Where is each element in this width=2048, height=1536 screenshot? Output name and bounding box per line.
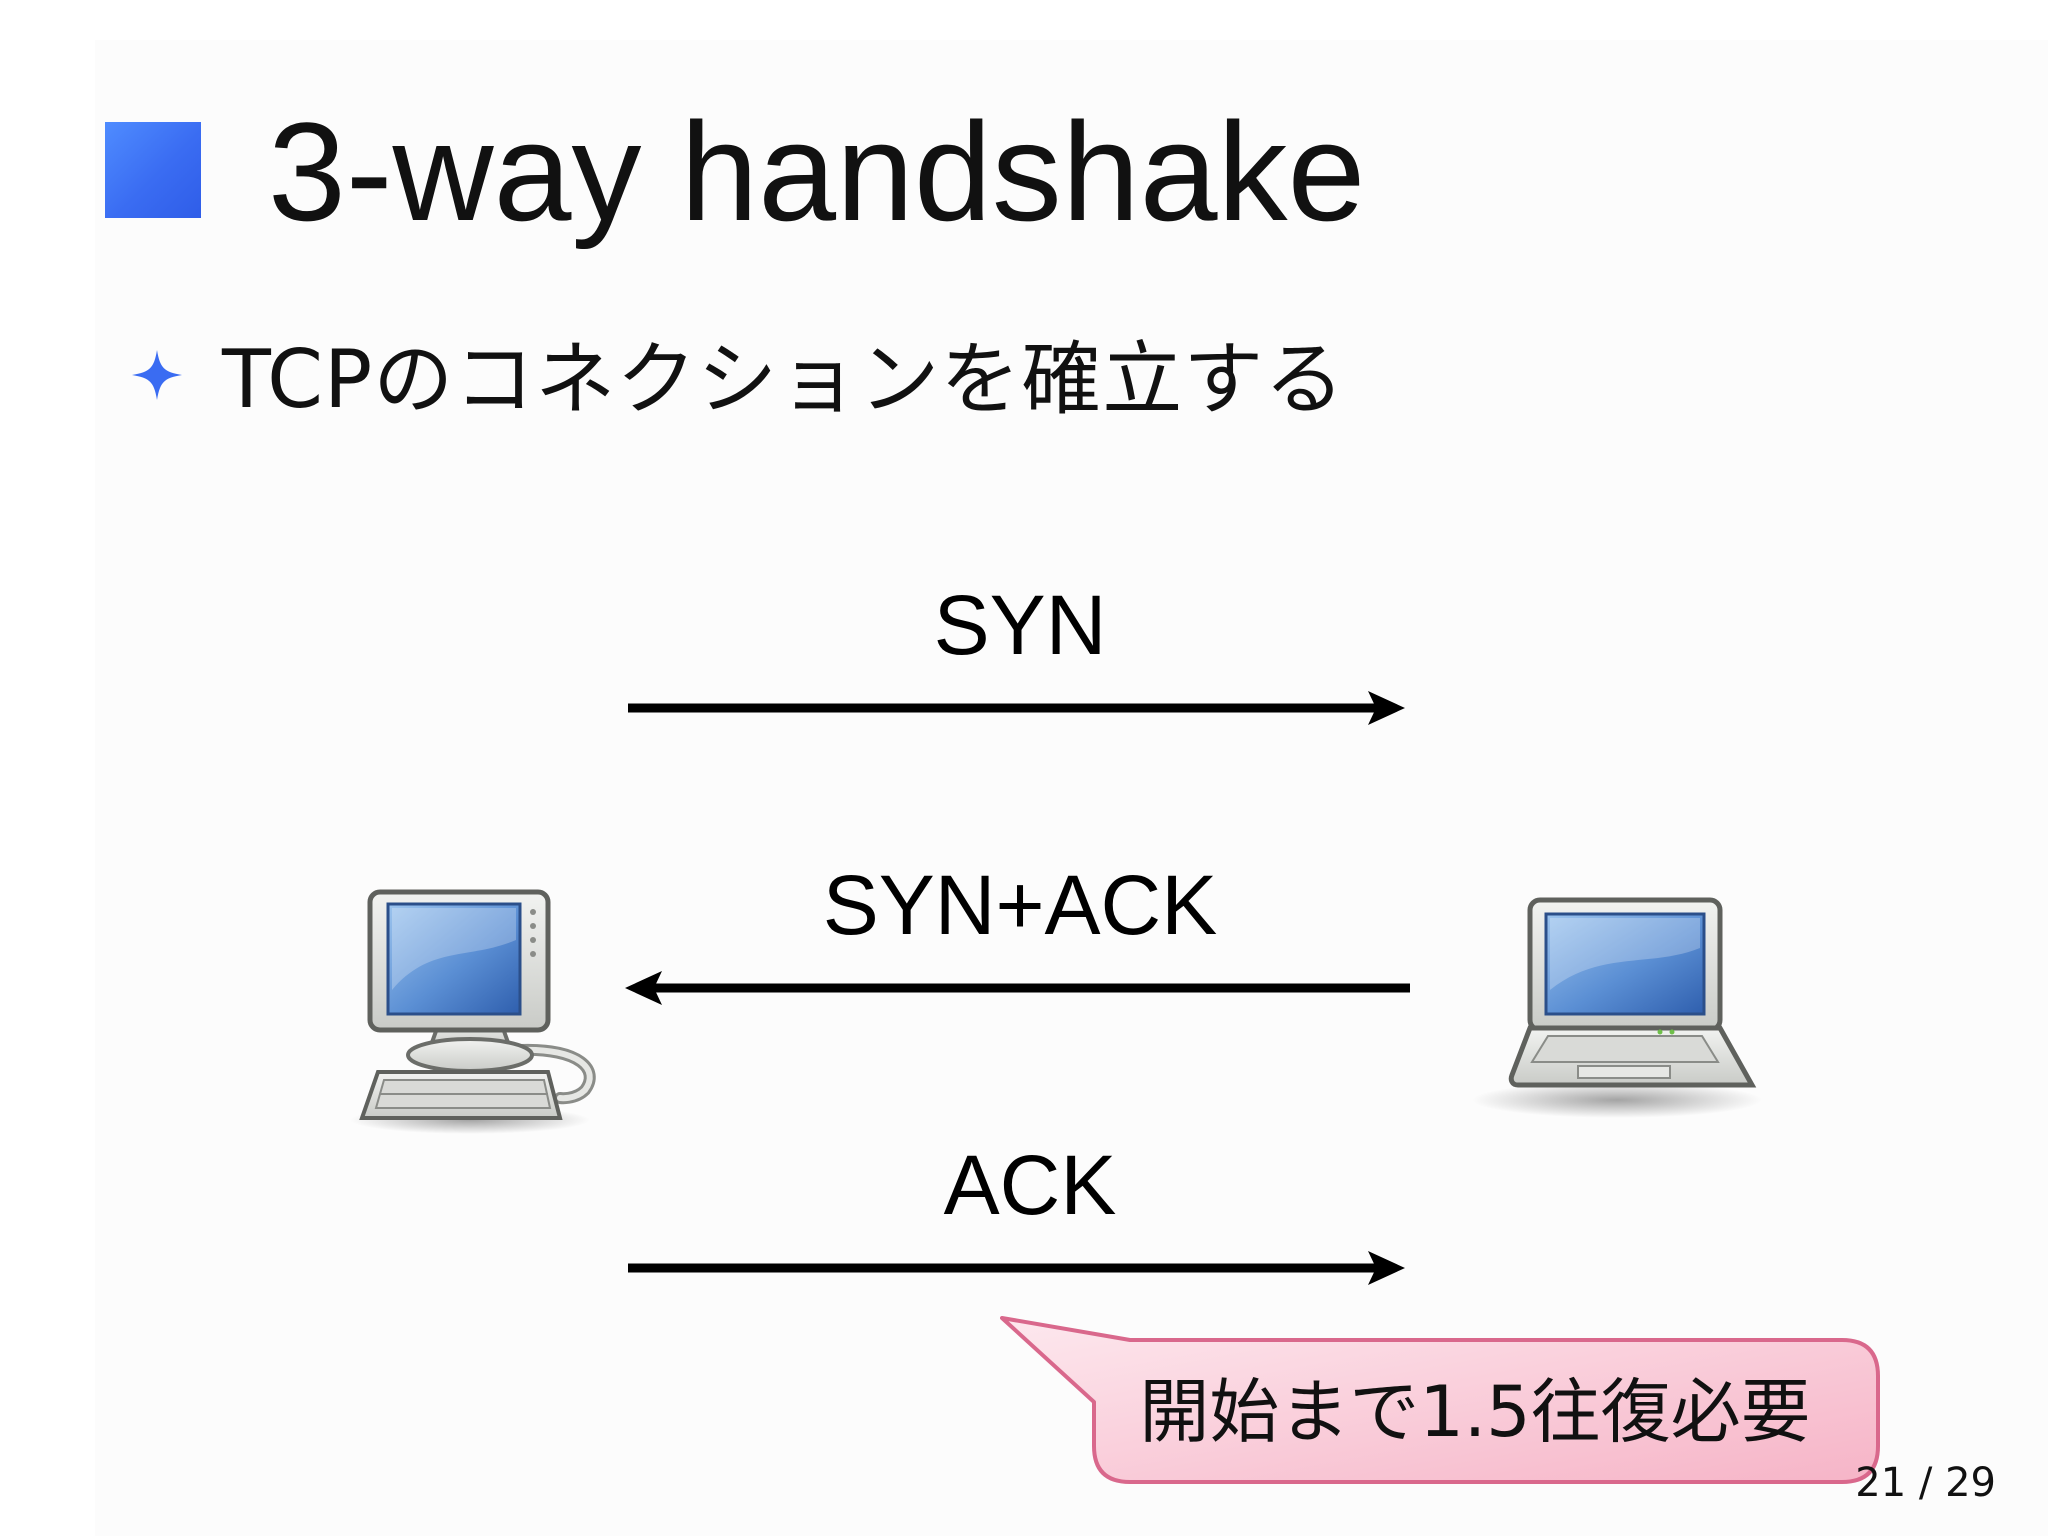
syn-ack-label: SYN+ACK — [822, 858, 1218, 952]
syn-label: SYN — [933, 578, 1107, 672]
four-pointed-star-icon — [132, 350, 182, 400]
page-number: 21 / 29 — [1855, 1460, 1996, 1506]
laptop-computer-icon — [1472, 897, 1762, 1118]
content-panel — [95, 40, 2048, 1536]
callout-bubble — [1000, 1316, 1880, 1484]
ack-label: ACK — [943, 1138, 1117, 1232]
callout-text: 開始まで1.5往復必要 — [1139, 1371, 1811, 1453]
ack-arrow — [628, 1251, 1405, 1285]
syn-arrow — [628, 691, 1405, 725]
desktop-computer-icon — [350, 889, 596, 1134]
syn-ack-arrow — [625, 971, 1410, 1005]
slide-title: 3-way handshake — [268, 93, 1366, 250]
bullet-text: TCPのコネクションを確立する — [222, 333, 1346, 426]
title-marker-square — [105, 122, 201, 218]
